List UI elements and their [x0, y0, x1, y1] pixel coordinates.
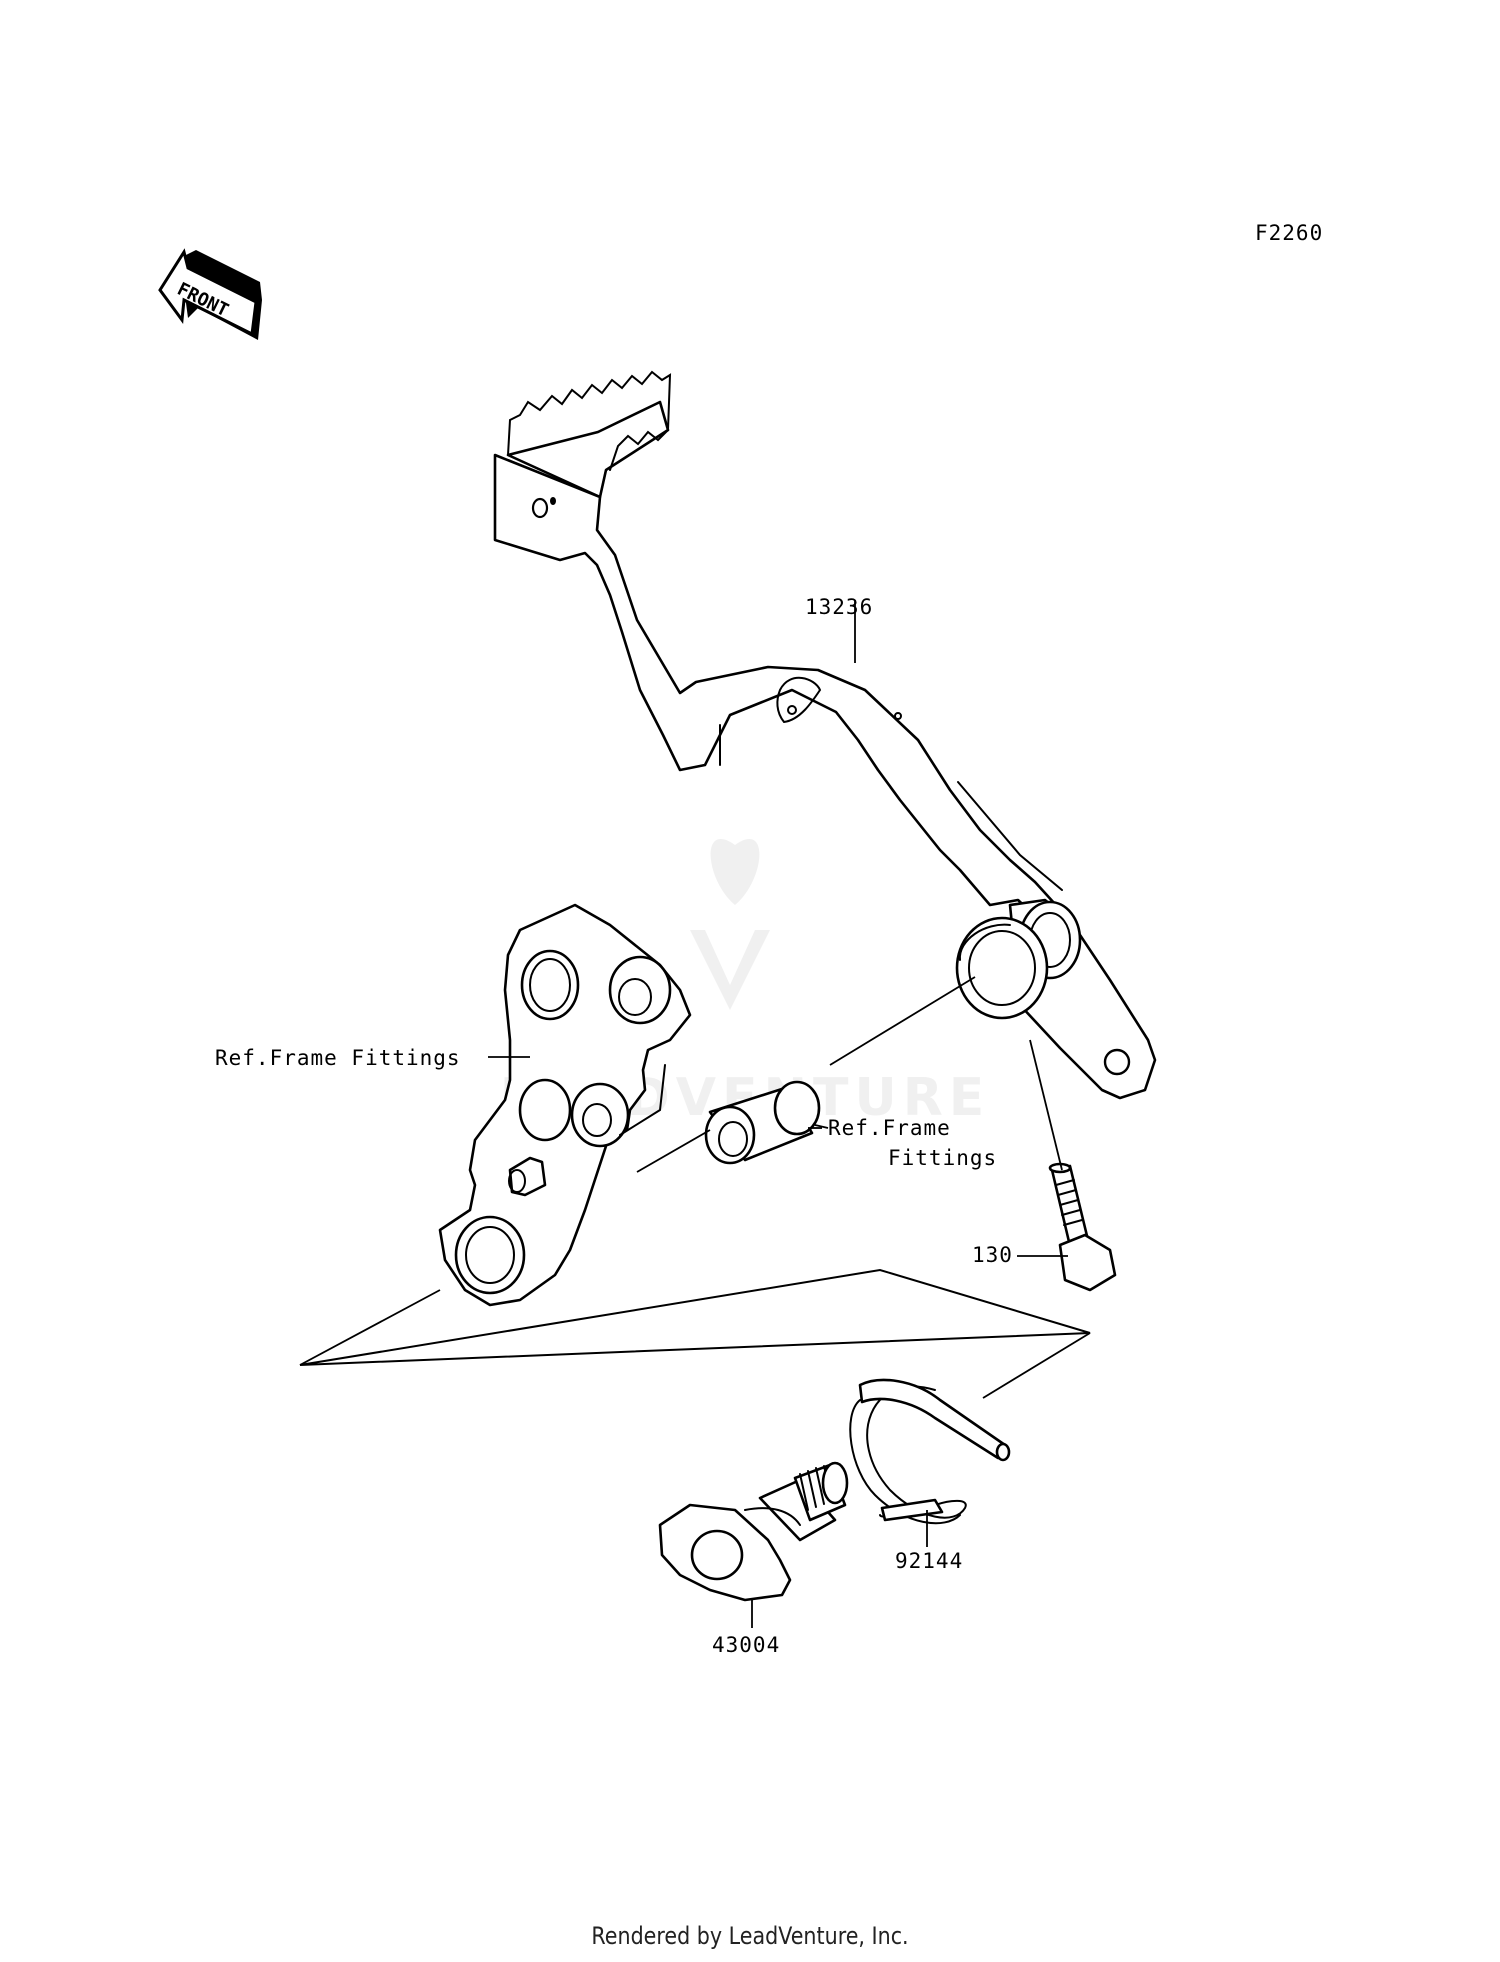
label-130: 130	[972, 1243, 1013, 1267]
return-spring-part	[849, 1378, 1011, 1525]
footer-credit: Rendered by LeadVenture, Inc.	[591, 1922, 909, 1950]
leader-lines	[299, 600, 1091, 1628]
label-ref-frame-left: Ref.Frame Fittings	[215, 1046, 461, 1070]
front-arrow-icon: FRONT	[158, 248, 262, 340]
assembly-grouping-line	[299, 1268, 1091, 1366]
label-13236: 13236	[805, 595, 873, 619]
bushing-part	[704, 1080, 821, 1165]
diagram-code: F2260	[1255, 221, 1323, 245]
label-92144: 92144	[895, 1549, 963, 1573]
brake-pedal-part	[493, 370, 1157, 1100]
label-ref-frame-center-2: Fittings	[888, 1146, 997, 1170]
label-43004: 43004	[712, 1633, 780, 1657]
brake-shaft-part	[658, 1461, 849, 1602]
bolt-part	[1048, 1162, 1117, 1292]
label-ref-frame-center-1: Ref.Frame	[828, 1116, 951, 1140]
footrest-bracket-part	[438, 903, 692, 1307]
